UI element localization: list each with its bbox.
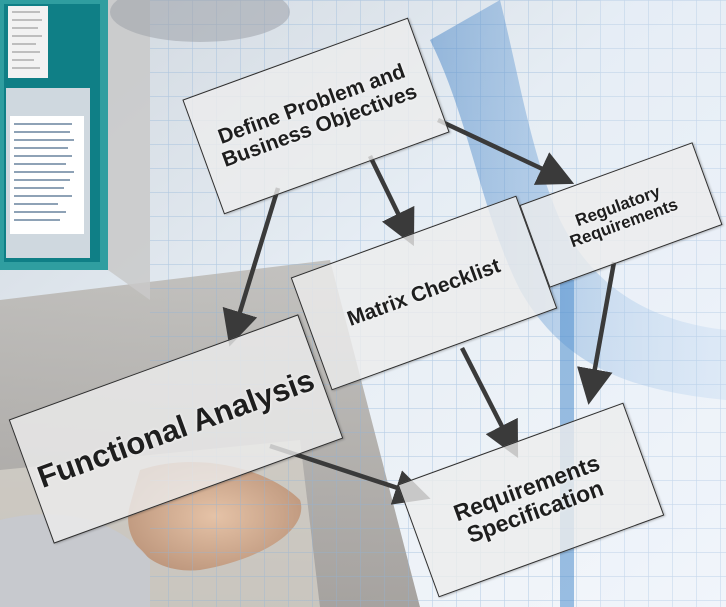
node-matrix-checklist-label: Matrix Checklist [344,253,504,331]
